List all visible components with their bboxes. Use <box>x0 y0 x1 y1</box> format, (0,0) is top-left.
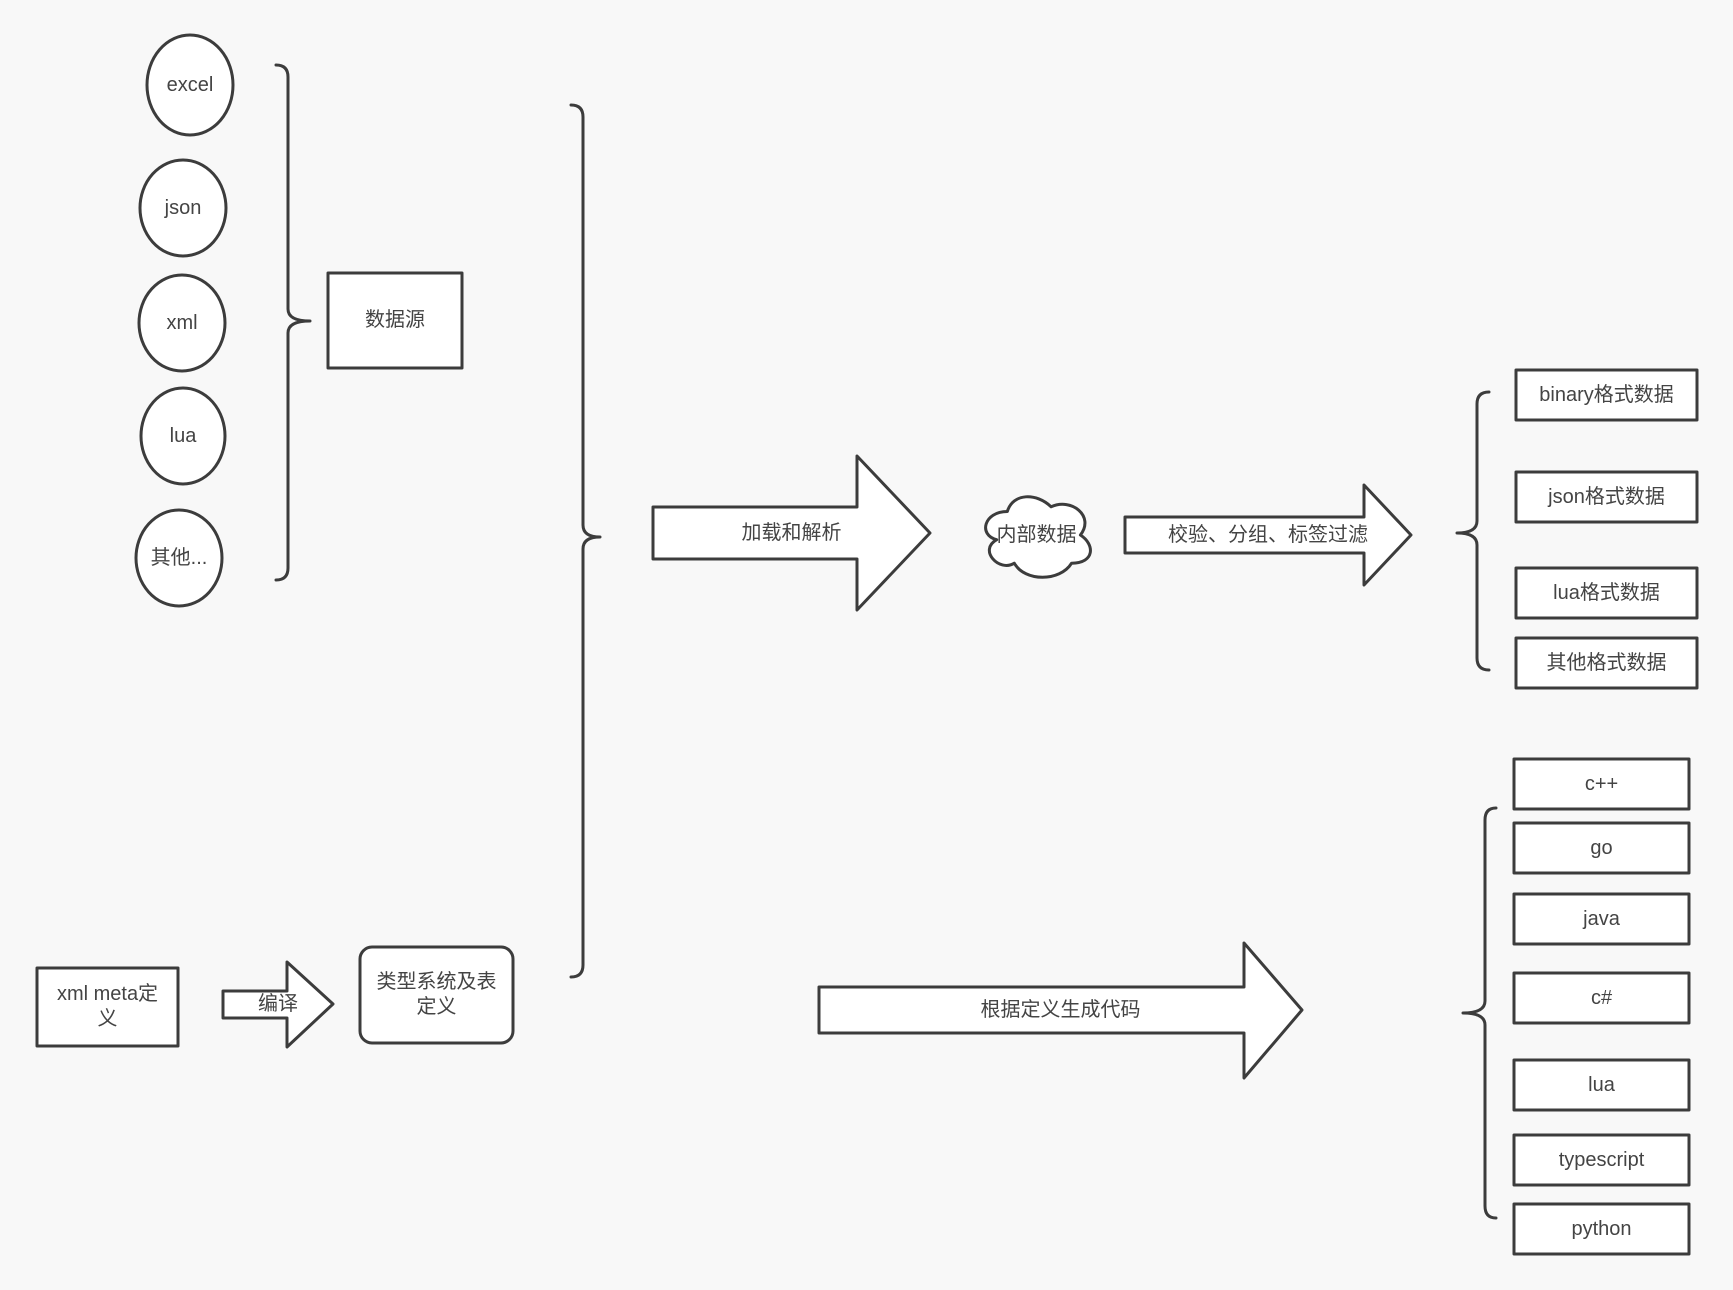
format-box-json <box>1514 470 1699 524</box>
format-box-binary <box>1514 368 1699 422</box>
internal-data-cloud <box>984 495 1092 579</box>
language-box-python <box>1512 1202 1691 1256</box>
language-box-go <box>1512 821 1691 875</box>
format-box-other <box>1514 636 1699 690</box>
load-parse-arrow <box>651 454 932 612</box>
language-box-java <box>1512 892 1691 946</box>
type-system-box <box>358 945 515 1045</box>
format-box-lua <box>1514 566 1699 620</box>
source-ellipse-other <box>134 508 224 608</box>
languages-brace <box>1461 806 1498 1220</box>
source-ellipse-lua <box>139 386 227 486</box>
data-source-box <box>326 271 464 370</box>
inputs-big-brace <box>569 103 602 979</box>
formats-brace <box>1455 390 1491 672</box>
language-box-cpp <box>1512 757 1691 811</box>
generate-code-arrow <box>817 941 1304 1080</box>
compile-arrow <box>221 960 335 1049</box>
source-ellipse-json <box>138 158 228 258</box>
source-ellipse-xml <box>137 273 227 373</box>
language-box-lua <box>1512 1058 1691 1112</box>
filter-arrow <box>1123 483 1413 587</box>
source-ellipse-excel <box>145 33 235 137</box>
sources-brace <box>274 63 312 582</box>
language-box-typescript <box>1512 1133 1691 1187</box>
xml-meta-box <box>35 966 180 1048</box>
language-box-csharp <box>1512 971 1691 1025</box>
